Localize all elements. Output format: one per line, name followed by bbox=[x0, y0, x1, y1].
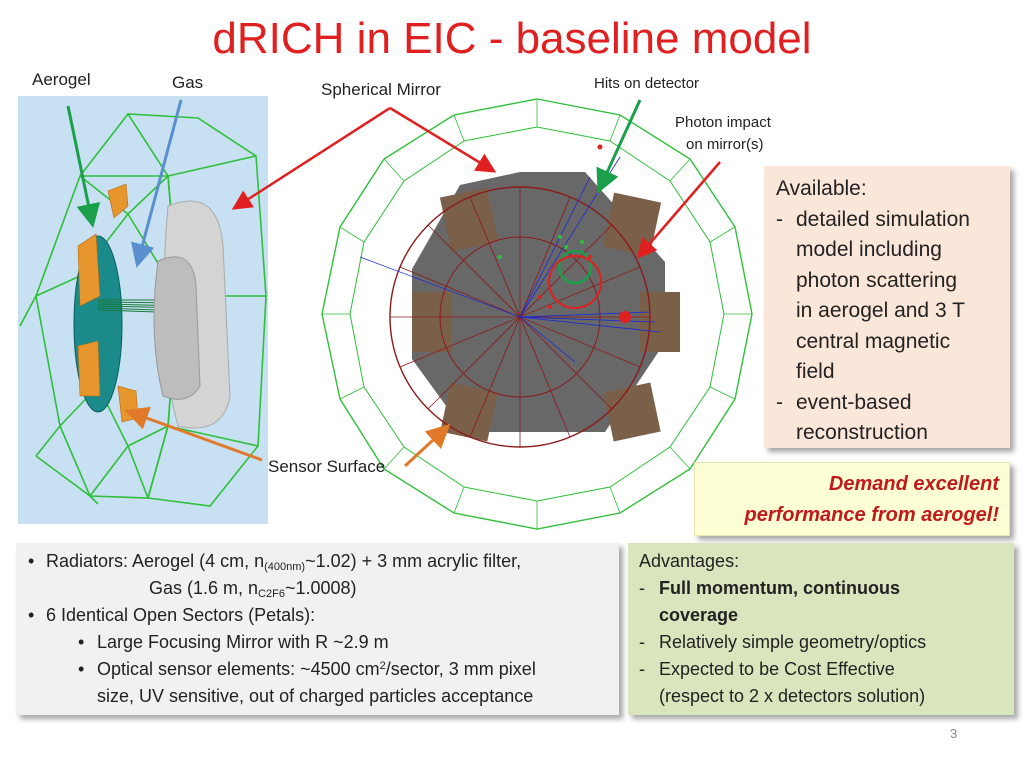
detector-front-view bbox=[321, 98, 753, 530]
radiators-line-4: Large Focusing Mirror with R ~2.9 m bbox=[97, 632, 389, 652]
radiators-line-3: 6 Identical Open Sectors (Petals): bbox=[46, 605, 316, 625]
mirror-petal-shape bbox=[153, 256, 201, 400]
sensor-tiles-front bbox=[412, 187, 680, 442]
demand-line-2: performance from aerogel! bbox=[744, 504, 999, 526]
radiators-line-2: Gas (1.6 m, nC2F6~1.0008) bbox=[149, 578, 357, 600]
label-aerogel: Aerogel bbox=[32, 70, 91, 89]
label-photon-impact-line2: on mirror(s) bbox=[686, 136, 764, 153]
radiators-box: • Radiators: Aerogel (4 cm, n(400nm)~1.0… bbox=[16, 543, 619, 715]
bullet: • bbox=[78, 659, 85, 679]
slide-title: dRICH in EIC - baseline model bbox=[212, 14, 812, 63]
advantage-1-line-2: coverage bbox=[659, 605, 739, 625]
advantage-2: Relatively simple geometry/optics bbox=[659, 632, 927, 652]
page-number: 3 bbox=[950, 726, 958, 741]
hit-ring bbox=[548, 255, 602, 309]
bullet: • bbox=[28, 551, 35, 571]
label-photon-impact-line1: Photon impact bbox=[675, 114, 771, 131]
advantages-heading: Advantages: bbox=[639, 551, 740, 571]
dash: - bbox=[639, 659, 645, 679]
bullet: • bbox=[78, 632, 85, 652]
radiators-line-6: size, UV sensitive, out of charged parti… bbox=[97, 686, 534, 706]
advantage-1-line-1: Full momentum, continuous bbox=[659, 578, 900, 598]
label-hits-on-detector: Hits on detector bbox=[594, 75, 700, 92]
label-spherical-mirror: Spherical Mirror bbox=[321, 80, 441, 99]
advantages-box: Advantages: - Full momentum, continuous … bbox=[628, 543, 1014, 715]
photon-ring bbox=[557, 249, 593, 285]
dash: - bbox=[639, 632, 645, 652]
radiators-line-5: Optical sensor elements: ~4500 cm2/secto… bbox=[97, 659, 536, 679]
label-gas: Gas bbox=[172, 73, 204, 92]
available-heading: Available: bbox=[776, 177, 867, 200]
dash: - bbox=[639, 578, 645, 598]
demand-line-1: Demand excellent bbox=[828, 473, 999, 495]
photon-dots bbox=[498, 235, 584, 259]
demand-box: Demand excellent performance from aeroge… bbox=[694, 462, 1010, 536]
hit-marker bbox=[619, 311, 631, 323]
available-box: Available: - detailed simulation model i… bbox=[764, 166, 1010, 448]
bullet: • bbox=[28, 605, 35, 625]
advantage-3-line-1: Expected to be Cost Effective bbox=[659, 659, 895, 679]
radiators-line-1: Radiators: Aerogel (4 cm, n(400nm)~1.02)… bbox=[46, 551, 522, 573]
available-item-reconstruction: - event-based reconstruction bbox=[776, 390, 928, 445]
advantage-3-line-2: (respect to 2 x detectors solution) bbox=[659, 686, 926, 706]
available-item-simulation: - detailed simulation model including ph… bbox=[776, 207, 970, 384]
label-sensor-surface: Sensor Surface bbox=[268, 457, 386, 476]
detector-3d-view bbox=[18, 96, 268, 524]
